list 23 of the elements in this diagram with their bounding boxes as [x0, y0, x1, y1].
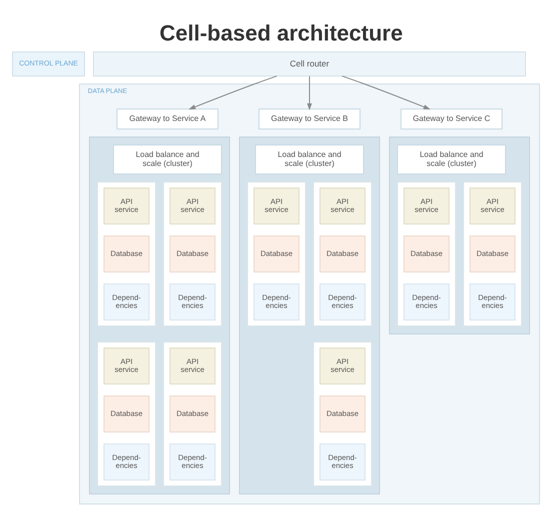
node-box: Gateway to Service A	[116, 108, 218, 130]
arrow	[307, 76, 312, 110]
diagram-title: Cell-based architecture	[160, 20, 403, 46]
cluster	[97, 182, 156, 326]
cluster	[389, 136, 530, 334]
cluster	[247, 182, 306, 326]
cluster	[239, 136, 380, 494]
cluster	[163, 182, 222, 326]
cluster	[89, 136, 230, 494]
cluster	[463, 182, 522, 326]
node-box: Load balance and scale (cluster)	[255, 144, 364, 174]
node-box: Gateway to Service C	[400, 108, 502, 130]
cluster	[313, 342, 372, 486]
cluster	[97, 342, 156, 486]
node-box: Load balance and scale (cluster)	[113, 144, 222, 174]
arrow	[342, 76, 430, 110]
node-box: Gateway to Service B	[258, 108, 360, 130]
cluster	[397, 182, 456, 326]
cluster	[163, 342, 222, 486]
node-box: Cell router	[93, 52, 526, 76]
arrow	[188, 76, 278, 110]
node-box: Load balance and scale (cluster)	[397, 144, 506, 174]
cluster	[313, 182, 372, 326]
